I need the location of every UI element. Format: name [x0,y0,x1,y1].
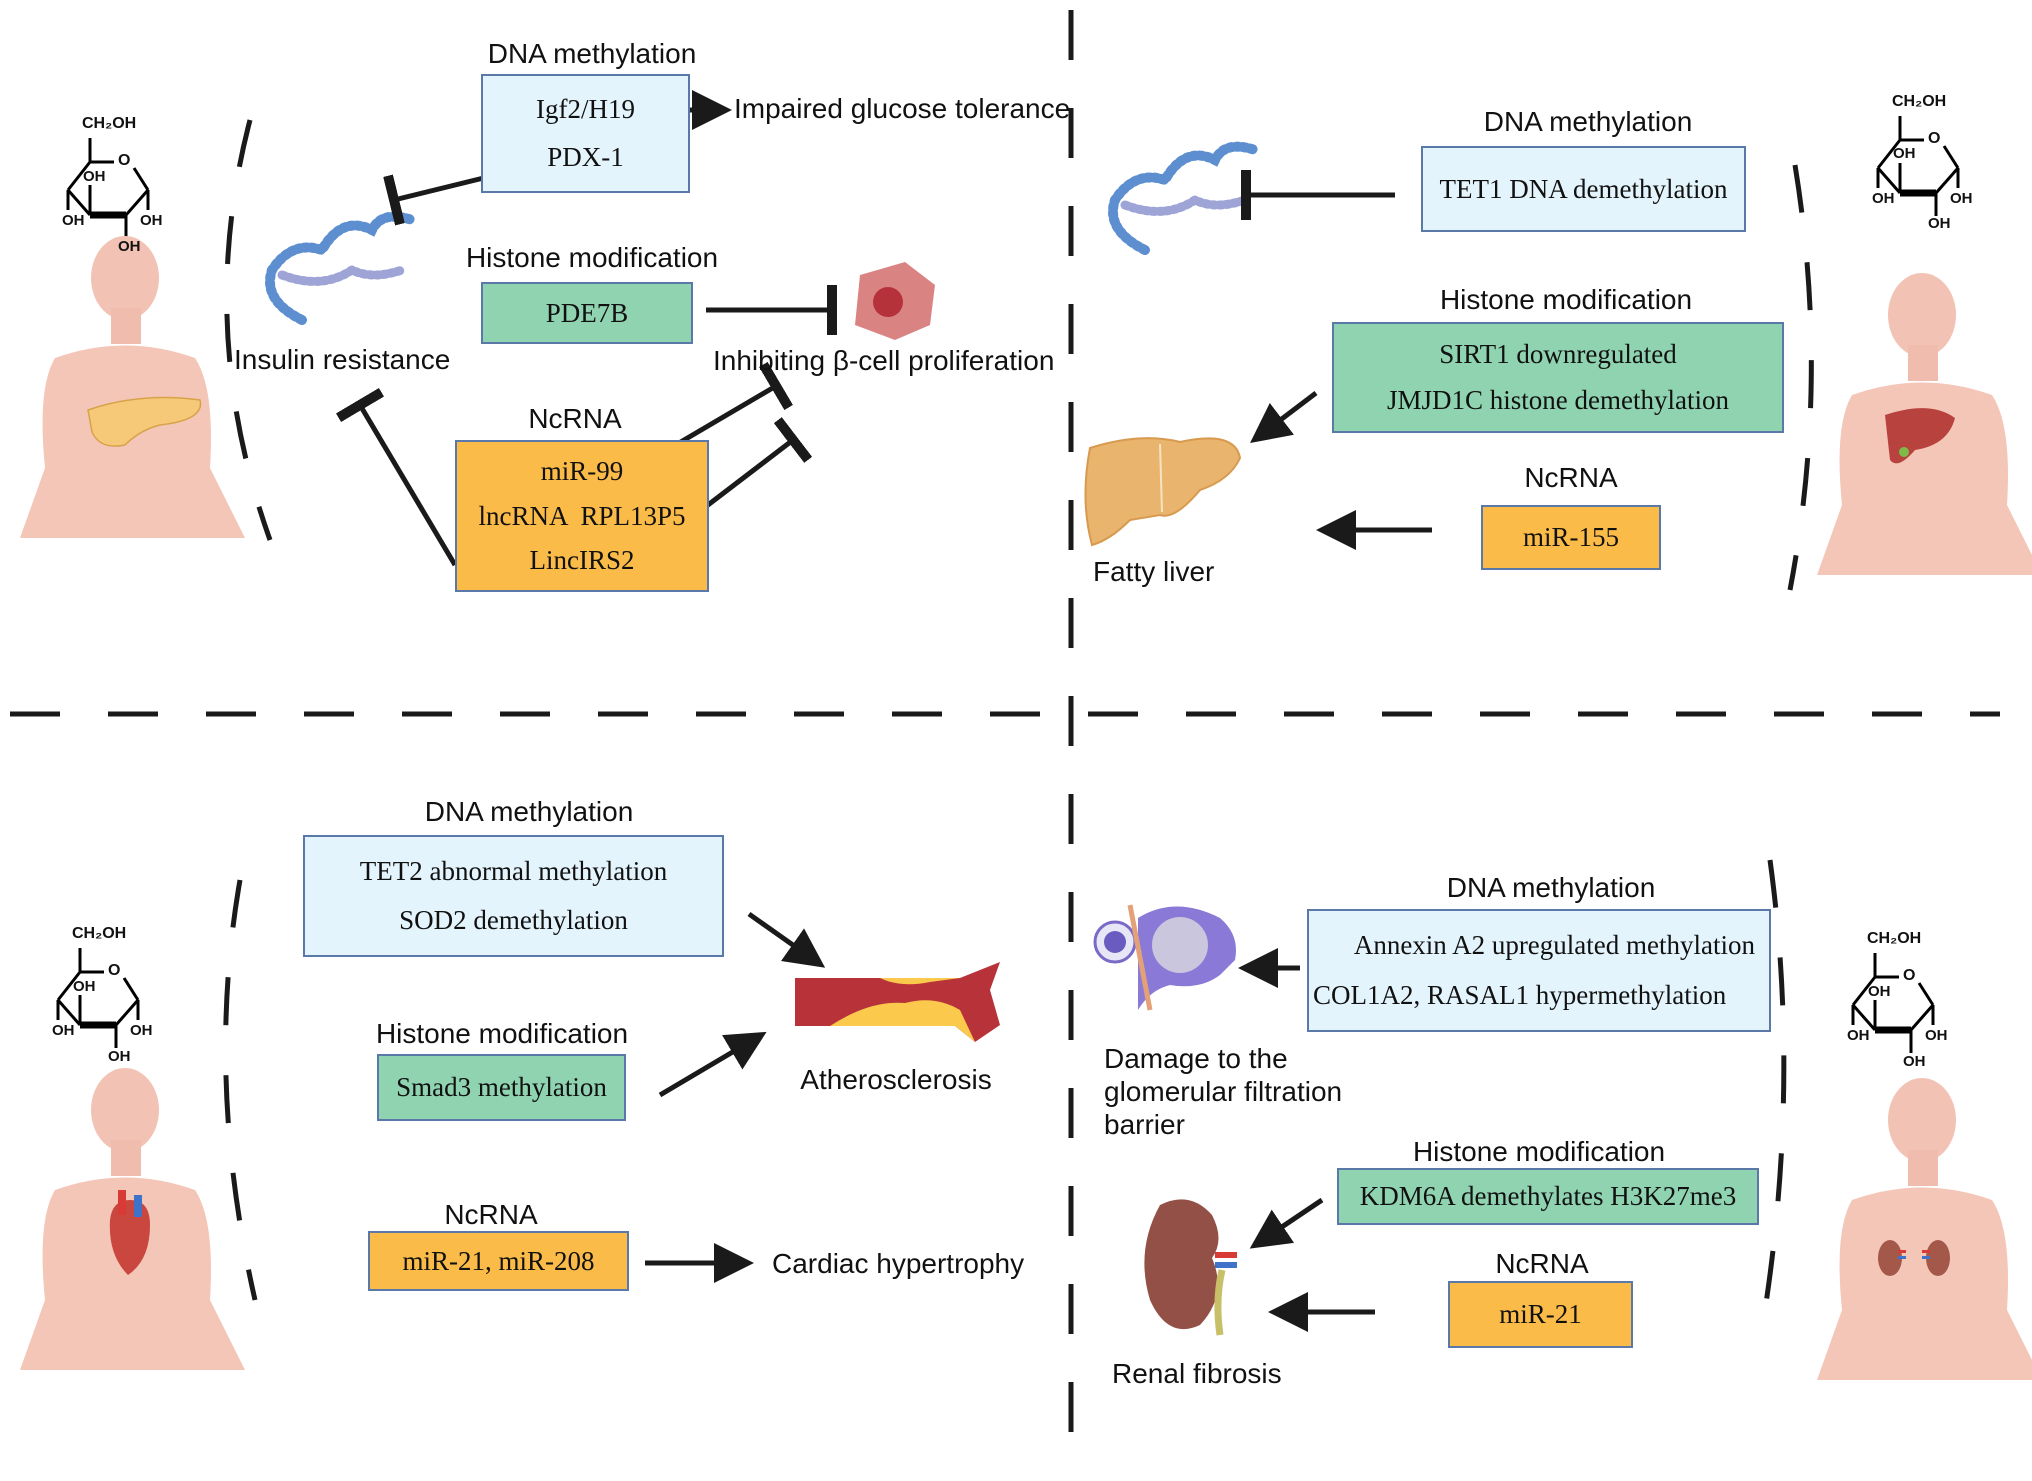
ncrna-title: NcRNA [1495,1248,1589,1279]
atherosclerosis-vessel-icon [795,962,1000,1042]
dna-item: Annexin A2 upregulated methylation [1353,930,1755,960]
ncrna-item: miR-99 [540,455,624,486]
glucose-oh-label: OH [1872,190,1895,207]
outcome-insulin-resistance: Insulin resistance [234,344,451,375]
ncrna-title: NcRNA [1524,462,1618,493]
dashed-arc-liver [1787,164,1814,591]
histone-item: Smad3 methylation [396,1072,607,1102]
dna-item: TET1 DNA demethylation [1439,173,1728,204]
gallbladder-icon [1899,447,1909,457]
dna-methylation-title: DNA methylation [424,796,634,827]
histone-modification-title: Histone modification [375,1018,629,1049]
histone-modification-box: SIRT1 downregulated JMJD1C histone demet… [1332,322,1784,433]
dna-methylation-title: DNA methylation [1483,106,1693,137]
histone-modification-box: Smad3 methylation [377,1054,626,1121]
heart-organ-icon [109,1190,150,1275]
glucose-o-label: O [108,962,121,979]
glucose-ch2oh-label: CH₂OH [1867,930,1922,947]
kidneys-organ-icon [1878,1240,1950,1276]
dashed-arc-pancreas [224,119,273,541]
human-body-pancreas-icon [20,236,245,538]
pancreas-icon [87,396,202,447]
glucose-ch2oh-label: CH₂OH [1892,93,1947,110]
ncrna-box: miR-99 lncRNA RPL13P5 LincIRS2 [455,440,709,592]
ncrna-box: miR-21, miR-208 [368,1231,629,1291]
glucose-oh-label: OH [62,212,85,229]
histone-item: PDE7B [545,297,629,328]
outcome-fatty-liver: Fatty liver [1093,556,1215,587]
glucose-oh-label: OH [52,1022,75,1039]
arrow-dna-to-athero [747,911,826,968]
inhibit-rpl13p5-to-betacell [702,417,813,510]
ncrna-item: lncRNA RPL13P5 [478,500,686,531]
glucose-oh-label: OH [1868,983,1891,1000]
arrow-smad3-to-athero [658,1031,767,1098]
ncrna-item: miR-155 [1522,522,1619,552]
insulin-protein-icon [1108,141,1260,255]
glucose-ch2oh-label: CH₂OH [82,115,137,132]
glucose-oh-label: OH [118,238,141,255]
glucose-o-label: O [1928,130,1941,147]
histone-item: KDM6A demethylates H3K27me3 [1359,1181,1737,1211]
human-body-kidney-icon [1817,1078,2032,1380]
glucose-oh-label: OH [1950,190,1973,207]
outcome-renal-fibrosis: Renal fibrosis [1112,1358,1282,1389]
glucose-oh-label: OH [1928,215,1951,232]
outcome-impaired-glucose-tolerance: Impaired glucose tolerance [734,93,1071,124]
beta-cell-icon [855,262,935,340]
kidney-icon [1144,1199,1237,1336]
dashed-arc-kidney [1762,859,1787,1311]
ncrna-box: miR-155 [1481,505,1661,570]
glucose-oh-label: OH [140,212,163,229]
ncrna-box: miR-21 [1448,1281,1633,1348]
dna-item: SOD2 demethylation [399,905,628,936]
glucose-oh-label: OH [130,1022,153,1039]
histone-modification-title: Histone modification [1412,1136,1666,1167]
histone-modification-title: Histone modification [1439,284,1693,315]
arrow-histone-to-liver [1250,391,1318,444]
histone-modification-box: PDE7B [481,282,693,344]
dna-methylation-box: TET2 abnormal methylation SOD2 demethyla… [303,835,724,957]
dna-item: PDX-1 [547,142,624,173]
glucose-oh-label: OH [73,978,96,995]
arrow-kdm6a-to-kidney [1249,1197,1324,1249]
fatty-liver-icon [1084,437,1242,547]
dna-methylation-title: DNA methylation [1446,872,1656,903]
histone-item: JMJD1C histone demethylation [1387,385,1729,415]
glomerulus-icon [1093,904,1236,1011]
ncrna-title: NcRNA [528,403,622,434]
glucose-o-label: O [1903,967,1916,984]
histone-modification-box: KDM6A demethylates H3K27me3 [1337,1168,1759,1225]
outcome-atherosclerosis: Atherosclerosis [800,1064,992,1095]
outcome-inhibiting-beta-cell: Inhibiting β-cell proliferation [713,345,1055,376]
dna-methylation-box: Igf2/H19 PDX-1 [481,74,690,193]
glucose-oh-label: OH [1925,1027,1948,1044]
dna-item: COL1A2, RASAL1 hypermethylation [1313,980,1727,1010]
glucose-oh-label: OH [83,168,106,185]
histone-item: SIRT1 downregulated [1439,339,1677,369]
ncrna-item: LincIRS2 [529,545,635,576]
dna-methylation-title: DNA methylation [487,38,697,69]
glucose-o-label: O [118,152,131,169]
outcome-glomerular-damage: Damage to the glomerular filtration barr… [1104,1043,1343,1140]
dashed-arc-heart [223,879,258,1301]
inhibit-lincirs2-to-insulin [335,387,458,567]
dna-methylation-box: TET1 DNA demethylation [1421,146,1746,232]
ncrna-item: miR-21, miR-208 [402,1245,595,1276]
ncrna-title: NcRNA [444,1199,538,1230]
glucose-oh-label: OH [1847,1027,1870,1044]
dna-methylation-box: Annexin A2 upregulated methylation COL1A… [1307,909,1771,1032]
glucose-oh-label: OH [1893,145,1916,162]
glucose-ch2oh-label: CH₂OH [72,925,127,942]
glucose-oh-label: OH [108,1048,131,1065]
outcome-cardiac-hypertrophy: Cardiac hypertrophy [772,1248,1025,1279]
glucose-oh-label: OH [1903,1053,1926,1070]
ncrna-item: miR-21 [1499,1299,1582,1329]
insulin-protein-icon [265,211,417,325]
histone-modification-title: Histone modification [465,242,719,273]
dna-item: TET2 abnormal methylation [359,855,668,886]
dna-item: Igf2/H19 [536,93,635,124]
